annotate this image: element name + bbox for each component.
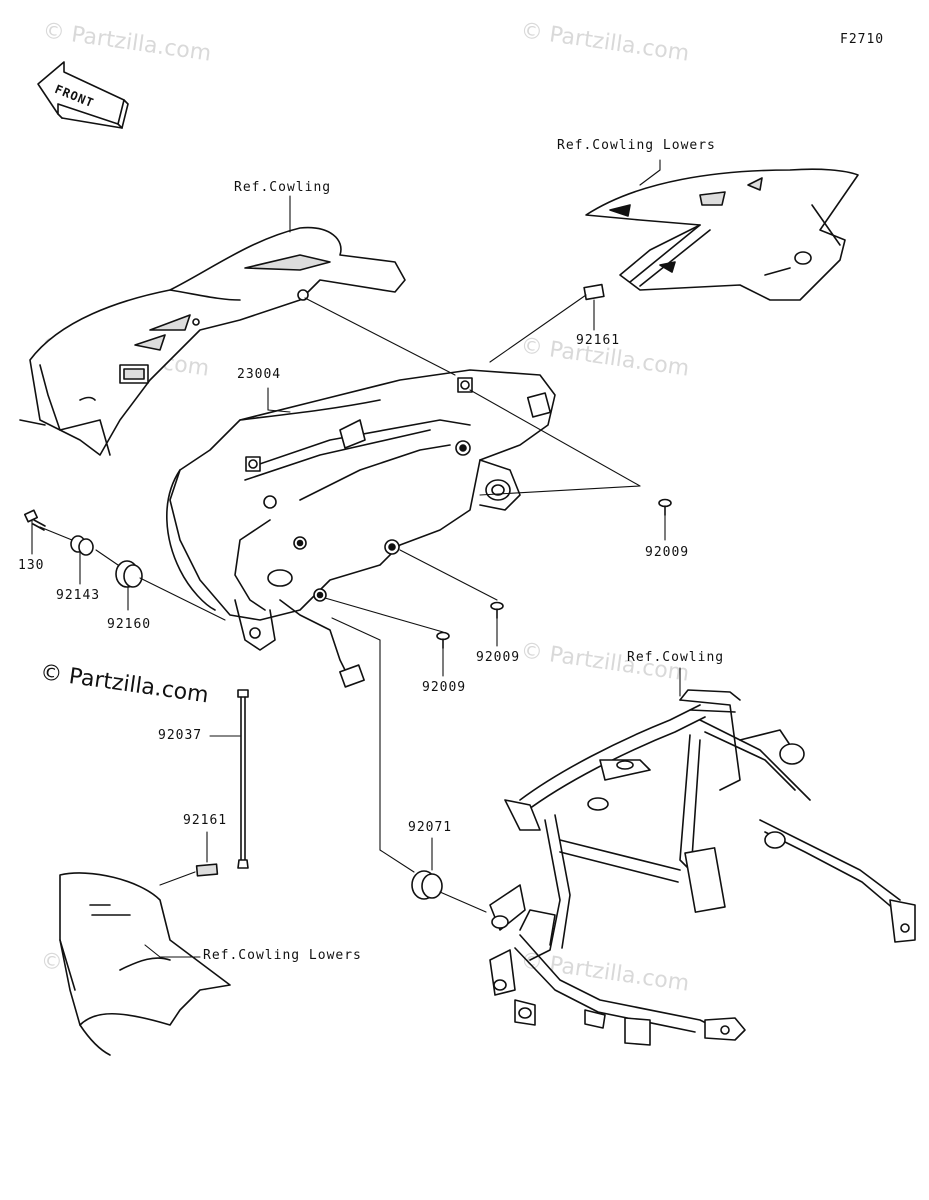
leader-lines — [31, 159, 681, 958]
rubber-pad-92161 — [583, 283, 605, 301]
callout-ref-cowling-lowers-bottom: Ref.Cowling Lowers — [203, 948, 362, 963]
callout-92009-right: 92009 — [645, 545, 690, 560]
screw-92009-mid — [490, 601, 504, 619]
callout-92071: 92071 — [408, 820, 453, 835]
callout-92160: 92160 — [107, 617, 152, 632]
upper-cowling — [19, 226, 406, 456]
grommet-92071 — [411, 870, 443, 900]
callout-92161-top: 92161 — [576, 333, 621, 348]
figure-code: F2710 — [840, 32, 885, 47]
lower-cowling-right — [585, 168, 859, 301]
screw-92009-low — [436, 631, 450, 649]
bolt-130 — [23, 509, 46, 531]
callout-92143: 92143 — [56, 588, 101, 603]
lower-cowling-left — [59, 872, 231, 1056]
band-92037 — [237, 689, 249, 869]
screw-92009-right — [658, 498, 672, 516]
callout-92009-low: 92009 — [422, 680, 467, 695]
grommet-92160 — [115, 560, 143, 588]
callout-23004: 23004 — [237, 367, 282, 382]
callout-92037: 92037 — [158, 728, 203, 743]
callout-92009-mid: 92009 — [476, 650, 521, 665]
cowling-stay-frame — [489, 689, 916, 1046]
callout-ref-cowling-lowers-top: Ref.Cowling Lowers — [557, 138, 716, 153]
rubber-pad-92161-lower — [195, 863, 219, 877]
collar-92143 — [70, 535, 94, 556]
callout-130: 130 — [18, 558, 45, 573]
headlight-assembly — [166, 369, 556, 688]
callout-ref-cowling-top: Ref.Cowling — [234, 180, 332, 195]
front-arrow-icon — [37, 61, 129, 129]
callout-92161-bottom: 92161 — [183, 813, 228, 828]
callout-ref-cowling-right: Ref.Cowling — [627, 650, 725, 665]
